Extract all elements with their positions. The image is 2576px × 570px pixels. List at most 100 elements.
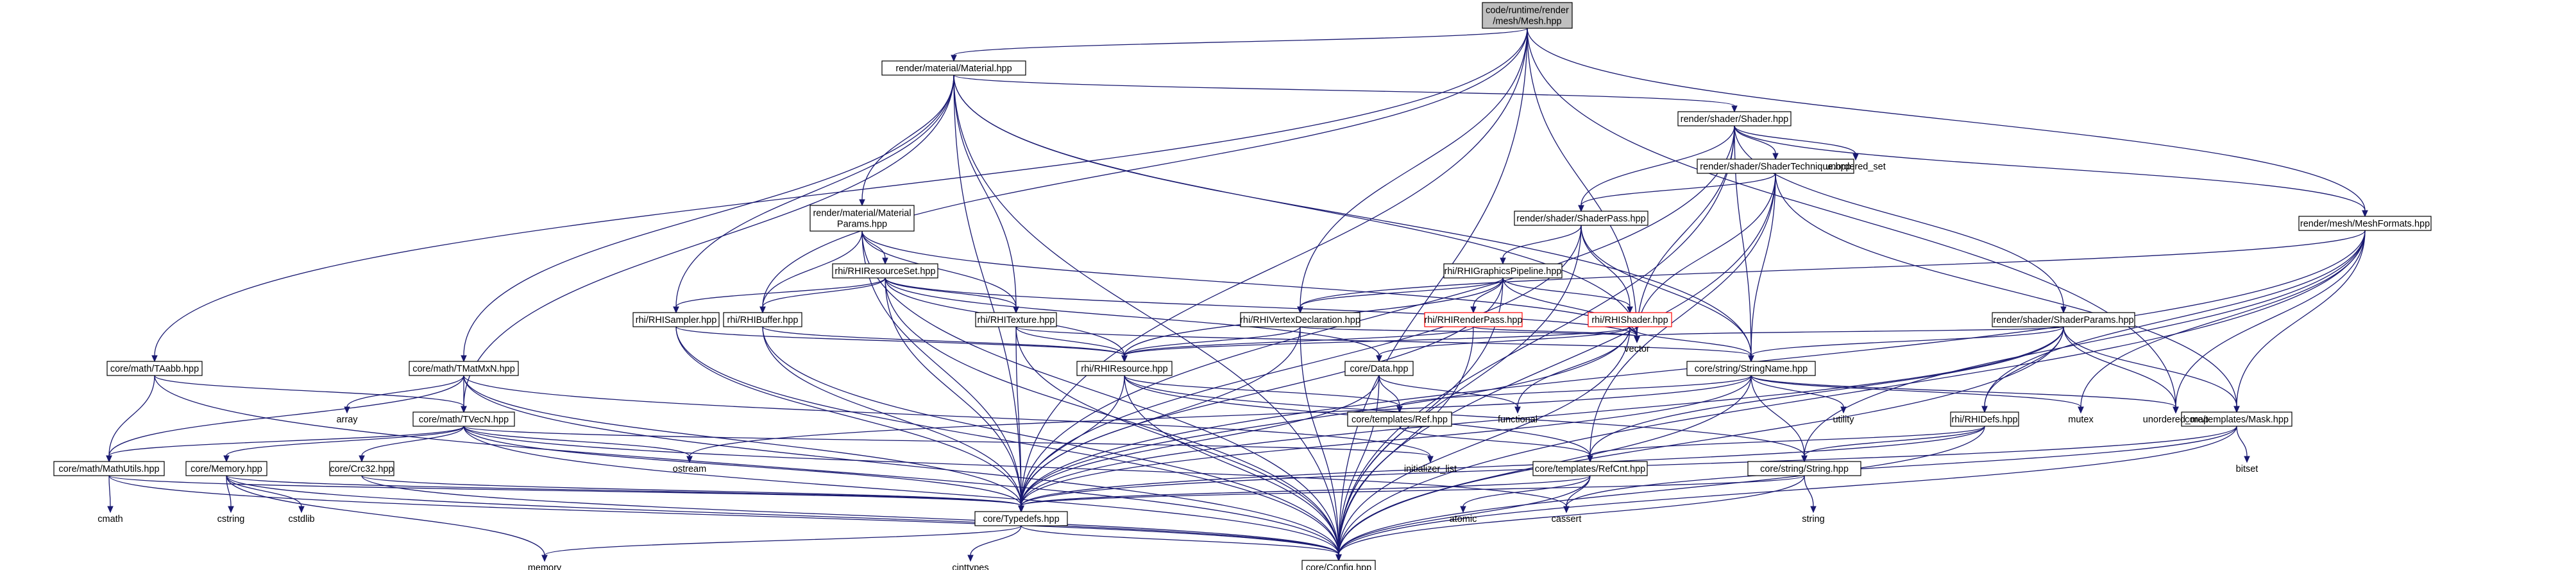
node-memory_std: memory (528, 563, 562, 570)
edge-memory-to-cstdlib (226, 475, 302, 507)
node-coredata[interactable]: core/Data.hpp (1344, 361, 1414, 376)
edge-stringname-to-ostream (689, 375, 1752, 457)
node-rhiresource[interactable]: rhi/RHIResource.hpp (1076, 361, 1173, 376)
node-label: initializer_list (1404, 464, 1457, 474)
edge-rhirs-to-rhitexture (885, 277, 1017, 307)
edge-rhishader-to-rhiresource (1124, 326, 1631, 356)
node-rhigp[interactable]: rhi/RHIGraphicsPipeline.hpp (1443, 263, 1563, 279)
edge-meshformats-to-string (1804, 230, 2366, 456)
node-refcnt[interactable]: core/templates/RefCnt.hpp (1532, 461, 1648, 476)
node-rhisampler[interactable]: rhi/RHISampler.hpp (632, 312, 720, 327)
node-rhibuffer[interactable]: rhi/RHIBuffer.hpp (723, 312, 802, 327)
edge-shaderparams-to-mask (2063, 326, 2237, 407)
node-box (1344, 361, 1414, 376)
node-box (632, 312, 720, 327)
node-taabb[interactable]: core/math/TAabb.hpp (106, 361, 203, 376)
edge-mask-to-bitset (2236, 426, 2248, 457)
node-label: Params.hpp (837, 220, 887, 230)
arrowhead-rhirs-to-rhibuffer (759, 306, 766, 314)
node-label: cmath (97, 514, 123, 524)
node-unordered_map: unordered_map (2143, 415, 2208, 425)
edge-coredata-to-ref (1378, 375, 1400, 407)
node-rhirp[interactable]: rhi/RHIRenderPass.hpp (1424, 312, 1523, 327)
arrowhead-shaderpass-to-rhigp (1500, 257, 1506, 265)
node-material[interactable]: render/material/Material.hpp (881, 60, 1026, 76)
arrowhead-rhishader-to-rhiresource (1121, 355, 1128, 363)
node-label: code/runtime/render (1486, 6, 1569, 16)
node-rhishader[interactable]: rhi/RHIShader.hpp (1588, 312, 1672, 327)
node-box (1686, 361, 1816, 376)
edge-tvecn-to-ostream (463, 426, 690, 457)
edge-meshformats-to-rhivd (1300, 230, 2366, 307)
node-label: core/templates/Ref.hpp (1352, 415, 1448, 425)
node-mathutils[interactable]: core/math/MathUtils.hpp (53, 461, 165, 476)
node-rhidefs[interactable]: rhi/RHIDefs.hpp (1950, 411, 2019, 427)
edge-stringname-to-utility (1750, 375, 1844, 408)
node-cstring: cstring (217, 514, 245, 524)
arrowhead-string-to-string_std (1810, 506, 1817, 514)
node-mesh[interactable]: code/runtime/render/mesh/Mesh.hpp (1482, 2, 1573, 29)
node-label: render/material/Material (813, 209, 911, 219)
node-tvecn[interactable]: core/math/TVecN.hpp (412, 411, 515, 427)
edge-mesh-to-typedefs (1021, 28, 1528, 506)
node-config[interactable]: core/Config.hpp (1301, 560, 1376, 570)
edge-rhirs-to-coredata (885, 277, 1380, 356)
node-typedefs[interactable]: core/Typedefs.hpp (974, 511, 1068, 526)
edge-shadertech-to-refcnt (1589, 173, 1776, 456)
edge-rhitexture-to-rhiresource (1015, 326, 1125, 356)
arrowhead-rhigp-to-rhishader (1627, 306, 1633, 314)
edge-material-to-shader (953, 74, 1735, 107)
node-ref[interactable]: core/templates/Ref.hpp (1347, 411, 1452, 427)
node-box (185, 461, 267, 476)
edge-shader-to-meshformats (1734, 125, 2366, 211)
edge-meshformats-to-rhidefs (1984, 230, 2366, 407)
edge-matparams-to-typedefs (861, 230, 1022, 506)
node-label: /mesh/Mesh.hpp (1493, 17, 1561, 27)
edge-shaderpass-to-rhishader (1580, 225, 1631, 307)
node-label: cstring (217, 514, 245, 524)
node-label: cassert (1552, 514, 1582, 524)
edge-shadertech-to-shaderpass (1580, 173, 1776, 206)
node-string[interactable]: core/string/String.hpp (1747, 461, 1861, 476)
node-memory[interactable]: core/Memory.hpp (185, 461, 267, 476)
arrowhead-stringname-to-unordered_map (2173, 406, 2179, 414)
node-stringname[interactable]: core/string/StringName.hpp (1686, 361, 1816, 376)
node-crc32[interactable]: core/Crc32.hpp (329, 461, 394, 476)
node-label: bitset (2236, 464, 2258, 474)
node-label: rhi/RHIResource.hpp (1081, 364, 1167, 374)
node-shader[interactable]: render/shader/Shader.hpp (1677, 111, 1792, 126)
edge-tvecn-to-initializer_list (463, 426, 1431, 457)
edge-mesh-to-rhibuffer (762, 28, 1528, 307)
arrowhead-tvecn-to-ostream (686, 456, 693, 463)
arrowhead-mask-to-bitset (2244, 456, 2250, 463)
node-shadertech[interactable]: render/shader/ShaderTechnique.hpp (1697, 159, 1854, 174)
arrowhead-refcnt-to-atomic (1460, 506, 1466, 514)
node-rhivd[interactable]: rhi/RHIVertexDeclaration.hpp (1240, 312, 1360, 327)
edge-typedefs-to-config (1021, 525, 1339, 555)
node-label: core/Typedefs.hpp (983, 514, 1059, 524)
edge-shaderparams-to-stringname (1750, 326, 2064, 356)
node-rhitexture[interactable]: rhi/RHITexture.hpp (975, 312, 1057, 327)
node-label: core/Crc32.hpp (330, 464, 393, 474)
edge-string-to-config (1338, 475, 1805, 555)
node-label: rhi/RHIGraphicsPipeline.hpp (1445, 266, 1562, 277)
arrowhead-refcnt-to-cassert (1563, 506, 1570, 514)
edge-stringname-to-ref (1399, 375, 1752, 407)
node-rhirs[interactable]: rhi/RHIResourceSet.hpp (832, 263, 938, 279)
node-vector: vector (1624, 344, 1650, 354)
arrowhead-material-to-shader (1731, 105, 1738, 113)
node-label: cinttypes (952, 563, 988, 570)
node-meshformats[interactable]: render/mesh/MeshFormats.hpp (2298, 216, 2432, 231)
node-array: array (336, 415, 358, 425)
edge-mathutils-to-cmath (108, 475, 111, 507)
node-mutex: mutex (2068, 415, 2094, 425)
node-shaderparams[interactable]: render/shader/ShaderParams.hpp (1992, 312, 2135, 327)
node-tmatmxn[interactable]: core/math/TMatMxN.hpp (409, 361, 519, 376)
edge-shaderpass-to-typedefs (1021, 225, 1582, 506)
node-shaderpass[interactable]: render/shader/ShaderPass.hpp (1514, 211, 1648, 226)
edge-layer (106, 28, 2368, 562)
node-label: core/math/MathUtils.hpp (58, 464, 159, 474)
node-mask[interactable]: core/templates/Mask.hpp (2181, 411, 2292, 427)
node-box (1588, 312, 1672, 327)
